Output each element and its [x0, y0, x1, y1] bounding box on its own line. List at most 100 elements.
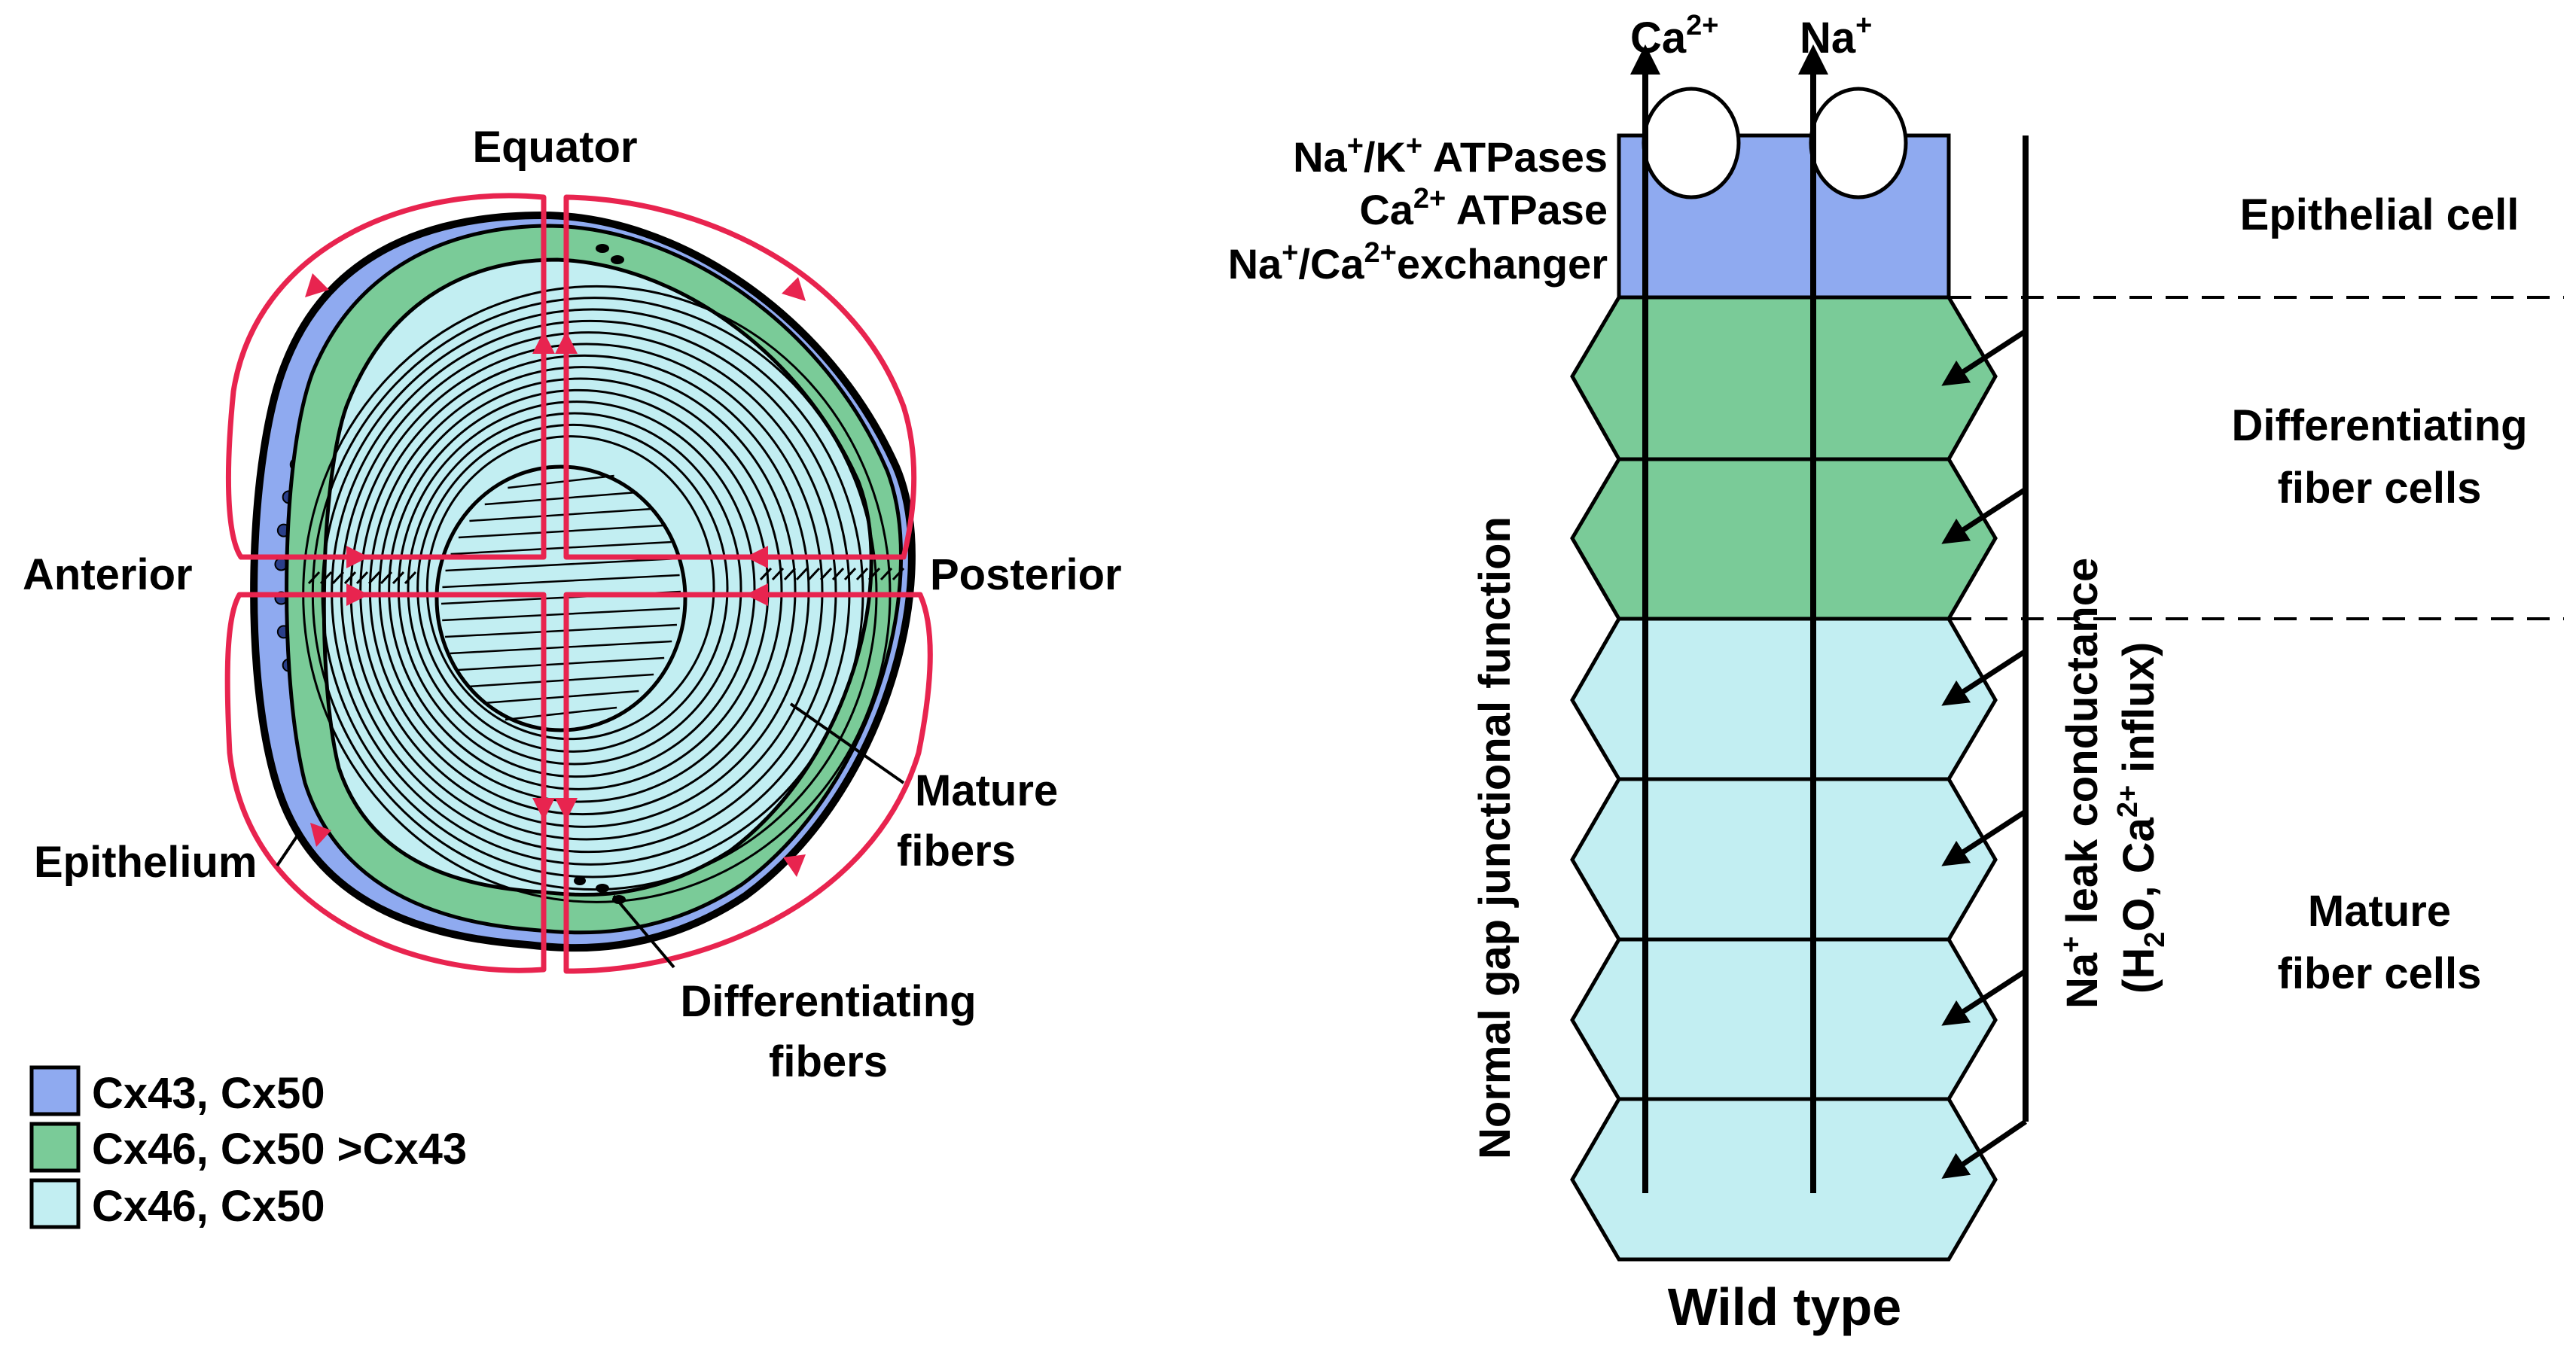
mature-fibers-label-line2: fibers	[897, 827, 1016, 875]
arrowhead-up-1	[532, 331, 555, 354]
differentiating-fiber-cell	[1570, 295, 1998, 461]
nucleus-hatch-line	[484, 491, 638, 506]
nucleus-hatch-line	[444, 623, 678, 638]
fiber-shell	[397, 400, 756, 778]
legend-item: Cx43, Cx50	[29, 1065, 325, 1118]
differentiating-fibers-label-line2: fibers	[769, 1037, 888, 1086]
nucleus-hatch-line	[483, 690, 639, 705]
mature-fiber-cells	[1570, 617, 1998, 1262]
fiber-shell	[407, 412, 742, 766]
legend: Cx43, Cx50 Cx46, Cx50 >Cx43 Cx46, Cx50	[29, 1065, 467, 1231]
suture-tick	[843, 567, 857, 581]
leak-arrow	[1941, 1119, 2027, 1179]
suture-tick	[892, 567, 905, 581]
suture-tick	[355, 571, 369, 585]
arrowhead-left-2	[745, 583, 768, 606]
leak-arrow	[1941, 969, 2027, 1026]
suture-tick	[855, 567, 869, 581]
nucleus-hatch-line	[450, 540, 672, 556]
current-circulation	[224, 193, 933, 974]
fiber-shell	[416, 423, 729, 753]
nucleus-hatch-lines	[441, 474, 681, 721]
anterior-label: Anterior	[23, 550, 193, 599]
zone-label-mature-2: fiber cells	[2278, 949, 2482, 998]
suture-tick	[771, 567, 785, 581]
arrowhead-outer-tl	[305, 273, 329, 297]
nucleus-hatch-line	[469, 507, 653, 522]
arrowhead-right-2	[346, 583, 369, 606]
nucleus-hatch-line	[442, 574, 680, 589]
leak-arrow	[1941, 329, 2027, 386]
nucleus-hatch-line	[457, 656, 665, 671]
nucleus-hatch-line	[442, 607, 680, 622]
mature-fiber-cell	[1570, 1097, 1998, 1262]
fiber-shell	[378, 377, 783, 803]
suture-tick	[795, 567, 809, 581]
na-pump	[1809, 87, 1908, 199]
mature-fiber-cell	[1570, 937, 1998, 1101]
leak-conductance-sublabel: (H2O, Ca2+ influx)	[2112, 642, 2171, 994]
mature-fibers-leader	[789, 702, 905, 784]
zone-label-differentiating-1: Differentiating	[2231, 401, 2527, 450]
na-k-atpase-label: Na+/K+ ATPases	[1293, 130, 1608, 181]
suture-tick	[307, 571, 321, 585]
ca-ion-label: Ca2+	[1630, 10, 1718, 62]
suture-tick	[343, 571, 357, 585]
legend-label: Cx46, Cx50 >Cx43	[92, 1125, 467, 1174]
posterior-label: Posterior	[930, 550, 1122, 599]
suture-tick	[331, 571, 345, 585]
lens-circulation-model: Ca2+ Na+ Na+/K+ ATPases Ca2+ ATPase Na+/…	[1228, 10, 2564, 1336]
suture-tick	[867, 567, 881, 581]
arrowhead-up-2	[555, 331, 578, 354]
circulation-path-top-right	[563, 194, 917, 560]
legend-swatch-mature	[29, 1178, 81, 1229]
legend-label: Cx46, Cx50	[92, 1182, 325, 1231]
zone-label-differentiating-2: fiber cells	[2278, 464, 2482, 513]
suture-tick	[367, 571, 381, 585]
leak-arrow	[1941, 649, 2027, 706]
ca-atpase-label: Ca2+ ATPase	[1359, 183, 1608, 233]
mature-fiber-cell	[1570, 617, 1998, 781]
suture-tick	[819, 567, 833, 581]
suture-tick	[807, 567, 821, 581]
arrowhead-right-1	[346, 546, 369, 568]
nucleus-hatch-line	[450, 640, 672, 655]
zone-label-epithelial: Epithelial cell	[2240, 190, 2520, 239]
legend-swatch-epithelium	[29, 1065, 81, 1116]
legend-item: Cx46, Cx50 >Cx43	[29, 1122, 467, 1174]
zone-label-mature-1: Mature	[2308, 887, 2451, 936]
nucleus-hatch-line	[508, 474, 614, 489]
gap-junction-label: Normal gap junctional function	[1471, 516, 1520, 1159]
fiber-shell	[368, 366, 797, 816]
suture-tick	[879, 567, 893, 581]
leak-arrow	[1941, 487, 2027, 544]
epithelium-label: Epithelium	[34, 838, 257, 887]
leak-conductance-label: Na+ leak conductance	[2056, 558, 2107, 1009]
circulation-arrowheads	[305, 273, 806, 877]
circulation-path-top-left	[225, 193, 547, 560]
differentiating-fibers-label-line1: Differentiating	[680, 977, 976, 1026]
lens-nucleus	[434, 464, 687, 732]
suture-tick	[759, 567, 773, 581]
fiber-nuclei	[574, 244, 626, 904]
arrowhead-outer-bl	[310, 823, 331, 847]
arrowhead-outer-br	[783, 854, 806, 877]
circulation-path-bottom-right	[563, 592, 933, 974]
legend-label: Cx43, Cx50	[92, 1069, 325, 1118]
arrowhead-outer-tr	[782, 277, 806, 301]
nucleus-hatch-line	[458, 524, 664, 539]
legend-swatch-differentiating	[29, 1122, 81, 1173]
differentiating-fibers-leader	[612, 894, 675, 969]
suture-tick	[319, 571, 333, 585]
na-ion-label: Na+	[1800, 10, 1872, 62]
lens-cross-section: Equator Anterior Posterior Epithelium Ma…	[23, 123, 1122, 1086]
fiber-shell	[425, 435, 715, 741]
differentiating-fiber-cell	[1570, 457, 1998, 621]
arrowhead-down-2	[555, 798, 578, 821]
circulation-path-bottom-left	[224, 592, 547, 973]
na-ca-exchanger-label: Na+/Ca2+exchanger	[1228, 237, 1608, 288]
suture-tick	[392, 571, 405, 585]
leak-arrows	[1941, 329, 2027, 1179]
differentiating-fiber-cells	[1570, 295, 1998, 621]
suture-tick	[380, 571, 393, 585]
